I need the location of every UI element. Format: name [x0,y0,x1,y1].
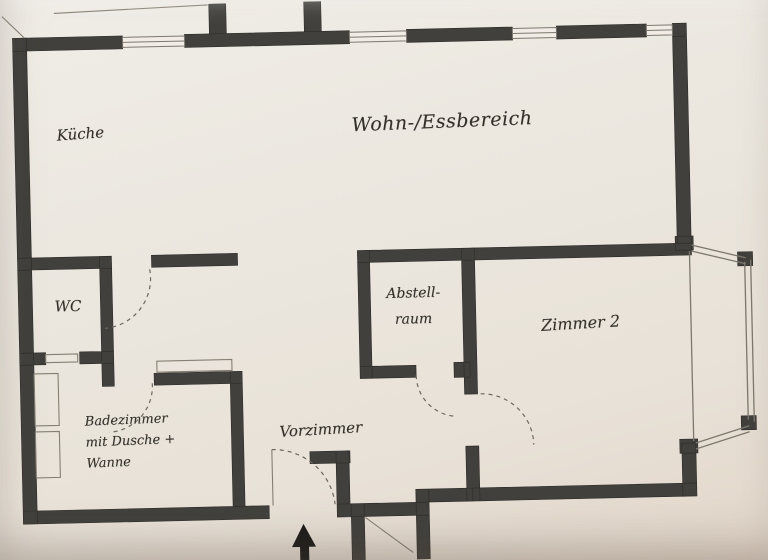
room-label-abstellraum-line1: Abstell- [386,284,441,302]
entrance-arrow-icon [292,523,317,560]
bay-window [688,244,755,450]
walls-shape [12,1,757,560]
fixtures [1,4,414,553]
windows [121,24,674,48]
window-mullions [122,29,673,43]
room-label-badezimmer: Badezimmer mit Dusche + Wanne [84,408,176,475]
room-label-kueche: Küche [55,123,105,145]
bay-window-lines [688,244,755,450]
room-label-abstellraum: Abstell- raum [386,280,441,333]
room-label-wc: WC [54,296,82,316]
walls [12,1,757,560]
room-label-abstellraum-line2: raum [394,310,433,328]
pencil-lines [1,4,414,553]
entrance-arrow-shape [292,523,317,560]
room-label-badezimmer-line2: mit Dusche + [85,432,176,451]
door-swing-arcs [104,269,535,505]
room-label-badezimmer-line3: Wanne [86,454,132,472]
door-arcs [104,269,535,505]
